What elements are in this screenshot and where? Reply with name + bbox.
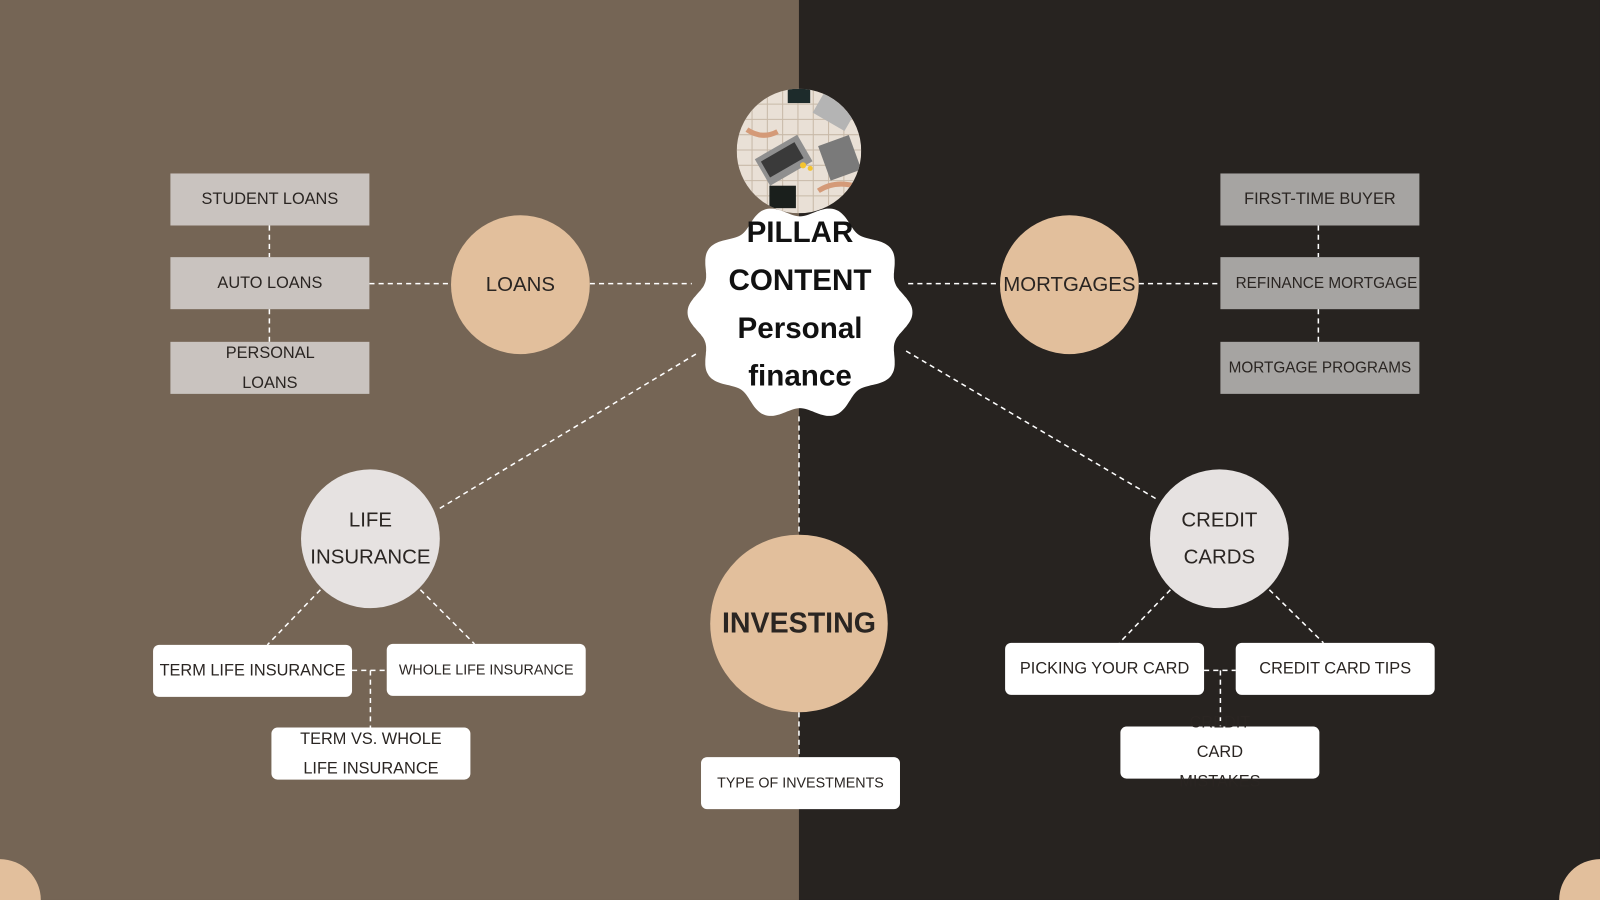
topic-credit-card-mistakes[interactable]: CREDIT CARD MISTAKES xyxy=(1120,714,1320,791)
topic-label: CREDIT CARD TIPS xyxy=(1259,660,1412,678)
pillar-label: MORTGAGES xyxy=(1003,272,1136,296)
pillar-label: CREDIT xyxy=(1181,509,1258,532)
topic-label: STUDENT LOANS xyxy=(201,190,339,209)
topic-label: AUTO LOANS xyxy=(217,274,323,292)
topic-label: CREDIT CARD MISTAKES xyxy=(1179,714,1261,791)
pillar-credit-cards[interactable]: CREDIT CARDS xyxy=(1149,469,1289,609)
topic-mortgage-programs[interactable]: MORTGAGE PROGRAMS xyxy=(1220,341,1420,394)
topic-refinance-mortgage[interactable]: REFINANCE MORTGAGE xyxy=(1220,257,1420,310)
connector xyxy=(1268,589,1324,644)
connector xyxy=(419,589,476,645)
connector xyxy=(266,589,321,646)
pillar-label: INSURANCE xyxy=(310,545,431,569)
topic-picking-your-card[interactable]: PICKING YOUR CARD xyxy=(1005,642,1205,695)
topic-label: TERM LIFE INSURANCE xyxy=(159,662,346,680)
center-line: finance xyxy=(748,360,852,393)
connector xyxy=(905,350,1159,501)
connector xyxy=(436,353,697,511)
team-photo xyxy=(736,88,862,214)
topic-label: REFINANCE MORTGAGE xyxy=(1235,274,1418,292)
topic-label: FIRST-TIME BUYER xyxy=(1244,190,1396,209)
topic-student-loans[interactable]: STUDENT LOANS xyxy=(170,173,370,226)
topic-label: MORTGAGE PROGRAMS xyxy=(1228,359,1412,377)
pillar-loans[interactable]: LOANS xyxy=(451,215,590,355)
pillar-label: INVESTING xyxy=(721,607,876,639)
pillar-mortgages[interactable]: MORTGAGES xyxy=(999,215,1139,355)
pillar-label: LIFE xyxy=(348,509,392,532)
topic-label: PICKING YOUR CARD xyxy=(1019,660,1190,678)
topic-auto-loans[interactable]: AUTO LOANS xyxy=(170,257,370,310)
pillar-content-title: PILLAR CONTENT Personal finance xyxy=(688,209,912,401)
topic-type-of-investments[interactable]: TYPE OF INVESTMENTS xyxy=(701,757,900,810)
topic-credit-card-tips[interactable]: CREDIT CARD TIPS xyxy=(1235,642,1435,695)
center-line: PILLAR xyxy=(746,216,854,249)
topic-whole-life-insurance[interactable]: WHOLE LIFE INSURANCE xyxy=(386,643,586,696)
topic-term-life-insurance[interactable]: TERM LIFE INSURANCE xyxy=(153,644,353,697)
center-line: Personal xyxy=(737,312,863,345)
center-line: CONTENT xyxy=(728,264,872,297)
topic-label: PERSONAL LOANS xyxy=(225,344,315,392)
topic-term-vs-whole[interactable]: TERM VS. WHOLE LIFE INSURANCE xyxy=(271,727,471,780)
topic-first-time-buyer[interactable]: FIRST-TIME BUYER xyxy=(1220,173,1420,226)
connector xyxy=(1118,589,1171,644)
pillar-investing[interactable]: INVESTING xyxy=(710,534,888,713)
pillar-label: LOANS xyxy=(485,272,556,296)
pillar-life-insurance[interactable]: LIFE INSURANCE xyxy=(301,469,440,609)
pillar-content-badge xyxy=(687,208,913,416)
topic-label: TYPE OF INVESTMENTS xyxy=(717,774,884,791)
topic-personal-loans[interactable]: PERSONAL LOANS xyxy=(170,341,370,394)
pillar-label: CARDS xyxy=(1183,545,1256,569)
topic-label: TERM VS. WHOLE LIFE INSURANCE xyxy=(300,730,442,778)
topic-label: WHOLE LIFE INSURANCE xyxy=(398,661,574,678)
